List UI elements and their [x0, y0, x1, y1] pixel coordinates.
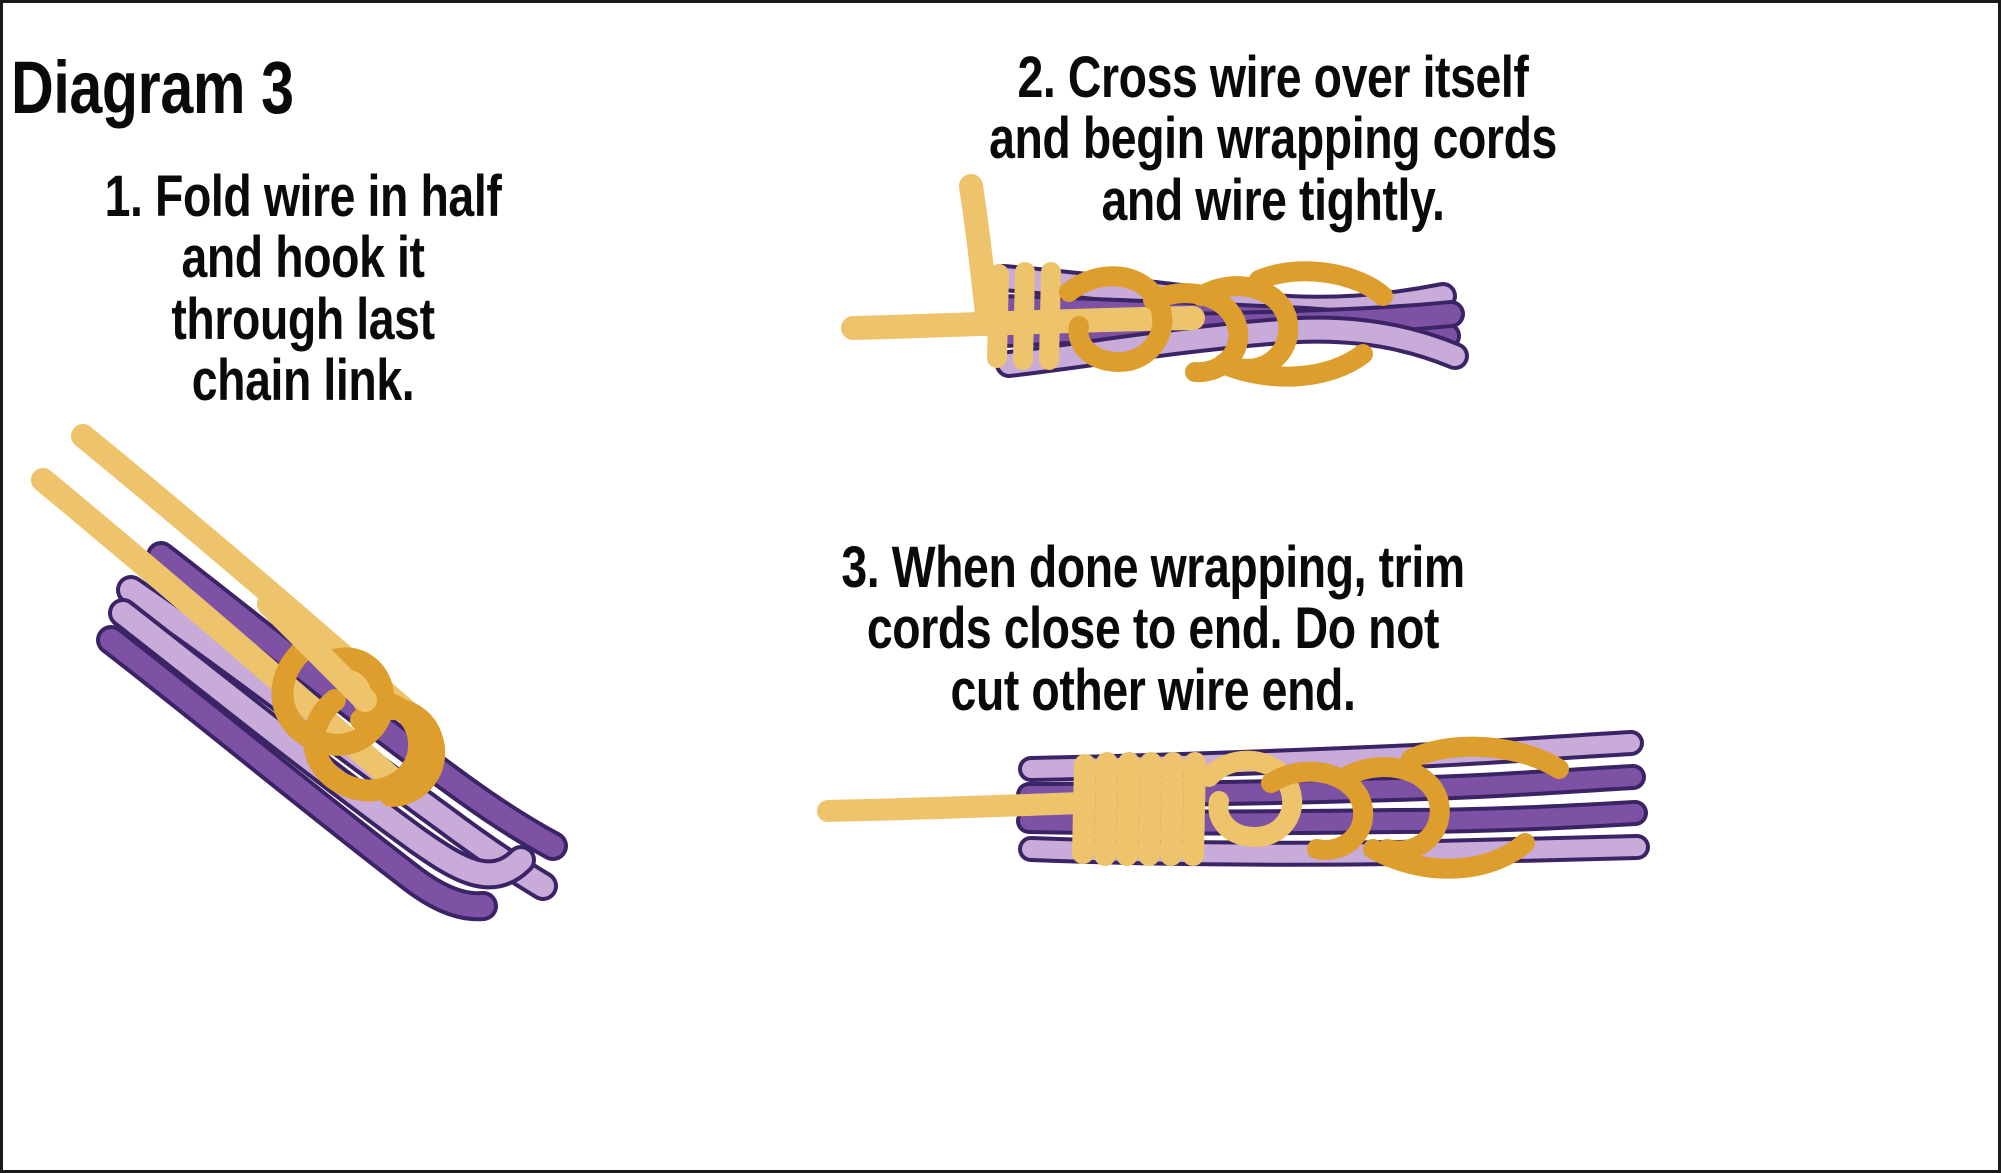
step-3-illustration [817, 703, 1653, 903]
step-2-illustration [841, 168, 1483, 428]
wire-stub-step1 [257, 592, 377, 712]
knot-loop-step1 [271, 641, 446, 807]
wire-tail-step3 [817, 792, 1094, 822]
step-1-illustration [13, 408, 633, 922]
wrap-coils-step3 [1072, 752, 1206, 866]
step-3-instruction: 3. When done wrapping, trim cords close … [841, 535, 1465, 723]
wire-group-step2 [841, 174, 1205, 340]
wrap-coils-step2 [987, 262, 1061, 370]
page-title: Diagram 3 [11, 46, 294, 129]
step-1-instruction: 1. Fold wire in half and hook it through… [104, 164, 502, 414]
cord-group-step1-lower [96, 625, 498, 922]
step-2-instruction: 2. Cross wire over itself and begin wrap… [989, 45, 1557, 233]
crossed-wire-loops-step2 [1059, 261, 1393, 387]
twisted-loops-step3 [1199, 736, 1569, 879]
